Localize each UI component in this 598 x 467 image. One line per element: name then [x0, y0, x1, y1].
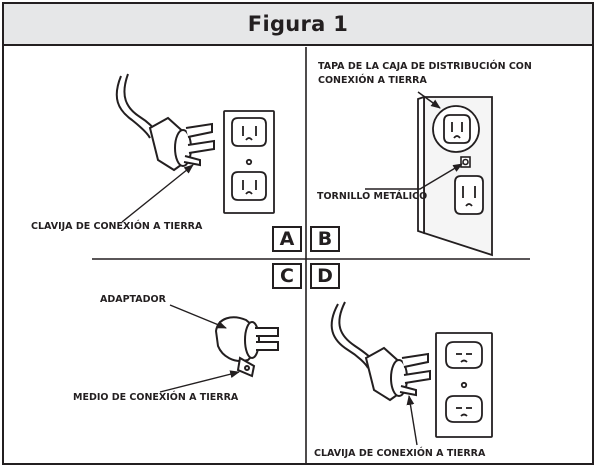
panel-letter-c: C	[272, 263, 302, 289]
arrow-grounding-means	[159, 370, 240, 393]
panel-letter-d: D	[310, 263, 340, 289]
arrow-grounding-pin-a	[121, 164, 194, 223]
arrow-adapter	[169, 304, 227, 329]
panel-letter-b: B	[310, 226, 340, 252]
figure-header: Figura 1	[4, 4, 592, 46]
screw-icon	[460, 156, 471, 168]
plug-icon	[330, 301, 431, 402]
outlet-icon	[454, 175, 484, 215]
arrow-metal-screw	[365, 163, 463, 190]
panel-letter-a: A	[272, 226, 302, 252]
figure-title: Figura 1	[247, 12, 349, 36]
outlet-icon	[435, 332, 493, 438]
label-box-cover-line2: CONEXIÓN A TIERRA	[318, 75, 427, 86]
label-box-cover-line1: TAPA DE LA CAJA DE DISTRIBUCIÓN CON	[318, 61, 532, 72]
arrow-grounding-pin-d	[406, 395, 418, 446]
label-grounding-means: MEDIO DE CONEXIÓN A TIERRA	[73, 392, 239, 403]
outlet-icon	[223, 110, 275, 214]
label-grounding-pin-a: CLAVIJA DE CONEXIÓN A TIERRA	[31, 221, 203, 232]
label-adapter: ADAPTADOR	[100, 294, 166, 305]
label-grounding-pin-d: CLAVIJA DE CONEXIÓN A TIERRA	[314, 448, 486, 459]
adapter-icon	[214, 316, 279, 378]
plug-icon	[115, 73, 215, 172]
label-metal-screw: TORNILLO METÁLICO	[317, 191, 428, 202]
arrow-box-cover	[417, 91, 441, 109]
